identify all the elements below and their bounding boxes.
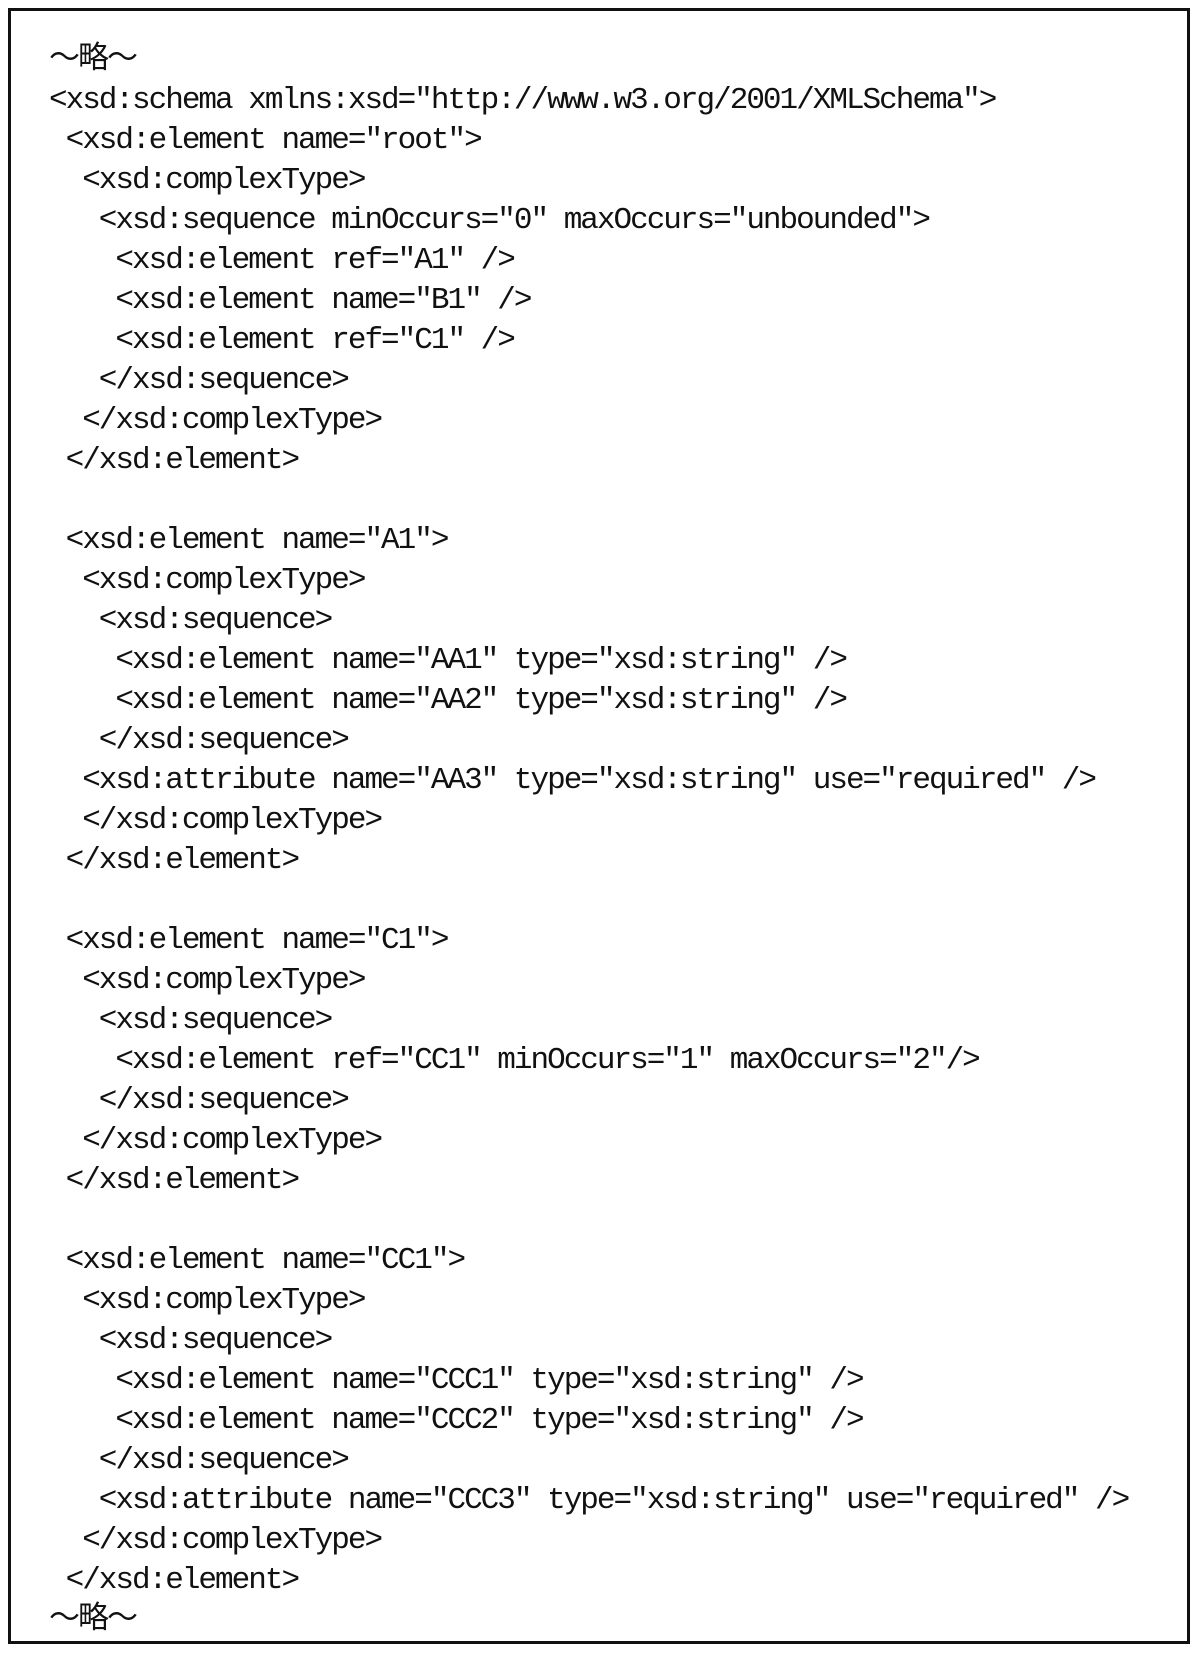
code-line: <xsd:element ref=″CC1″ minOccurs=″1″ max… [49, 1043, 980, 1078]
code-line: <xsd:element name=″CC1″> [49, 1243, 466, 1278]
code-line: <xsd:complexType> [49, 1283, 366, 1318]
code-line: </xsd:element> [49, 443, 300, 478]
code-line: <xsd:element name=″A1″> [49, 523, 450, 558]
code-line: </xsd:sequence> [49, 1083, 350, 1118]
code-line: <xsd:complexType> [49, 563, 366, 598]
code-line: <xsd:element name=″C1″> [49, 923, 450, 958]
code-line: </xsd:sequence> [49, 1443, 350, 1478]
code-line: </xsd:complexType> [49, 803, 383, 838]
code-line: <xsd:element name=″AA1″ type=″xsd:string… [49, 643, 848, 678]
code-line: <xsd:attribute name=″CCC3″ type=″xsd:str… [49, 1483, 1130, 1518]
code-line: </xsd:complexType> [49, 1123, 383, 1158]
code-line: <xsd:complexType> [49, 163, 366, 198]
code-box: ～略～ <xsd:schema xmlns:xsd=″http://www.w3.… [8, 8, 1190, 1644]
code-line: <xsd:element name=″AA2″ type=″xsd:string… [49, 683, 848, 718]
code-line [49, 481, 1128, 521]
code-line: </xsd:element> [49, 843, 300, 878]
code-line: <xsd:schema xmlns:xsd=″http://www.w3.org… [49, 83, 997, 118]
code-line: <xsd:element ref=″C1″ /> [49, 323, 515, 358]
code-line: <xsd:sequence> [49, 1003, 333, 1038]
xsd-code-listing: ～略～ <xsd:schema xmlns:xsd=″http://www.w3.… [49, 41, 1130, 1641]
code-line: <xsd:complexType> [49, 963, 366, 998]
code-line: ～略～ [49, 1603, 138, 1638]
code-line: <xsd:sequence> [49, 603, 333, 638]
code-line: ～略～ [49, 43, 138, 78]
code-line: <xsd:element name=″CCC2″ type=″xsd:strin… [49, 1403, 864, 1438]
code-line: </xsd:complexType> [49, 403, 383, 438]
code-line: <xsd:element name=″root″> [49, 123, 483, 158]
code-line: <xsd:element name=″B1″ /> [49, 283, 532, 318]
code-line: <xsd:attribute name=″AA3″ type=″xsd:stri… [49, 763, 1097, 798]
code-line: </xsd:complexType> [49, 1523, 383, 1558]
code-line: <xsd:sequence> [49, 1323, 333, 1358]
code-line: </xsd:sequence> [49, 363, 350, 398]
code-line: </xsd:element> [49, 1563, 300, 1598]
code-line: <xsd:element name=″CCC1″ type=″xsd:strin… [49, 1363, 864, 1398]
code-line: <xsd:sequence minOccurs=″0″ maxOccurs=″u… [49, 203, 931, 238]
code-line: </xsd:sequence> [49, 723, 350, 758]
code-line: </xsd:element> [49, 1163, 300, 1198]
code-line: <xsd:element ref=″A1″ /> [49, 243, 515, 278]
code-line [49, 1201, 1128, 1241]
code-line [49, 881, 1128, 921]
